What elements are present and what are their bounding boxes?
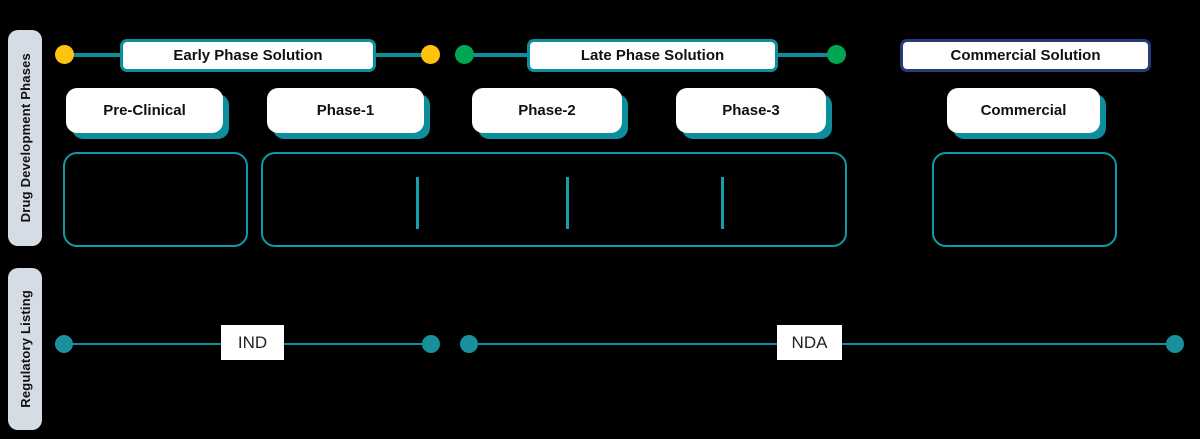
- phase-card-commercial[interactable]: Commercial: [947, 88, 1100, 133]
- solution-box-late-phase[interactable]: Late Phase Solution: [527, 39, 778, 72]
- regulatory-dot-end: [1166, 335, 1184, 353]
- regulatory-label-ind: IND: [237, 332, 268, 352]
- connector-line-early-left: [72, 53, 122, 57]
- regulatory-dot-nda-start: [460, 335, 478, 353]
- content-band-early-phase: [63, 152, 248, 247]
- phase-label-commercial: Commercial: [980, 102, 1067, 119]
- phase-card-phase-3[interactable]: Phase-3: [676, 88, 826, 133]
- regulatory-label-nda: NDA: [791, 332, 828, 352]
- regulatory-timeline-segment-1: [62, 343, 222, 345]
- connector-line-late-left: [466, 53, 529, 57]
- solution-box-commercial[interactable]: Commercial Solution: [900, 39, 1151, 72]
- milestone-dot-late-phase-end: [827, 45, 846, 64]
- band-divider-3: [721, 177, 724, 229]
- solution-label-early-phase: Early Phase Solution: [173, 47, 323, 64]
- phase-label-pre-clinical: Pre-Clinical: [103, 102, 186, 119]
- sidebar-label-drug-development-phases: Drug Development Phases: [17, 53, 33, 223]
- regulatory-milestone-ind[interactable]: IND: [221, 325, 284, 360]
- sidebar-section-regulatory-listing: Regulatory Listing: [8, 268, 42, 430]
- regulatory-milestone-nda[interactable]: NDA: [777, 325, 842, 360]
- sidebar-section-drug-development-phases: Drug Development Phases: [8, 30, 42, 246]
- milestone-dot-late-phase-start: [455, 45, 474, 64]
- solution-box-early-phase[interactable]: Early Phase Solution: [120, 39, 376, 72]
- milestone-dot-early-phase-end: [421, 45, 440, 64]
- regulatory-timeline-segment-3: [469, 343, 777, 345]
- milestone-dot-early-phase-start: [55, 45, 74, 64]
- solution-label-commercial: Commercial Solution: [950, 47, 1101, 64]
- band-divider-1: [416, 177, 419, 229]
- phase-label-phase-3: Phase-3: [722, 102, 780, 119]
- band-divider-2: [566, 177, 569, 229]
- content-band-commercial: [932, 152, 1117, 247]
- regulatory-timeline-segment-2: [283, 343, 431, 345]
- connector-line-late-right: [777, 53, 832, 57]
- solution-label-late-phase: Late Phase Solution: [580, 47, 725, 64]
- phase-card-pre-clinical[interactable]: Pre-Clinical: [66, 88, 223, 133]
- regulatory-timeline-segment-4: [841, 343, 1175, 345]
- phase-label-phase-2: Phase-2: [518, 102, 576, 119]
- regulatory-dot-start: [55, 335, 73, 353]
- sidebar-label-regulatory-listing: Regulatory Listing: [17, 290, 33, 408]
- regulatory-dot-ind-end: [422, 335, 440, 353]
- content-band-clinical-phases: [261, 152, 847, 247]
- phase-card-phase-1[interactable]: Phase-1: [267, 88, 424, 133]
- phase-label-phase-1: Phase-1: [316, 102, 375, 119]
- connector-line-early-right: [375, 53, 423, 57]
- phase-card-phase-2[interactable]: Phase-2: [472, 88, 622, 133]
